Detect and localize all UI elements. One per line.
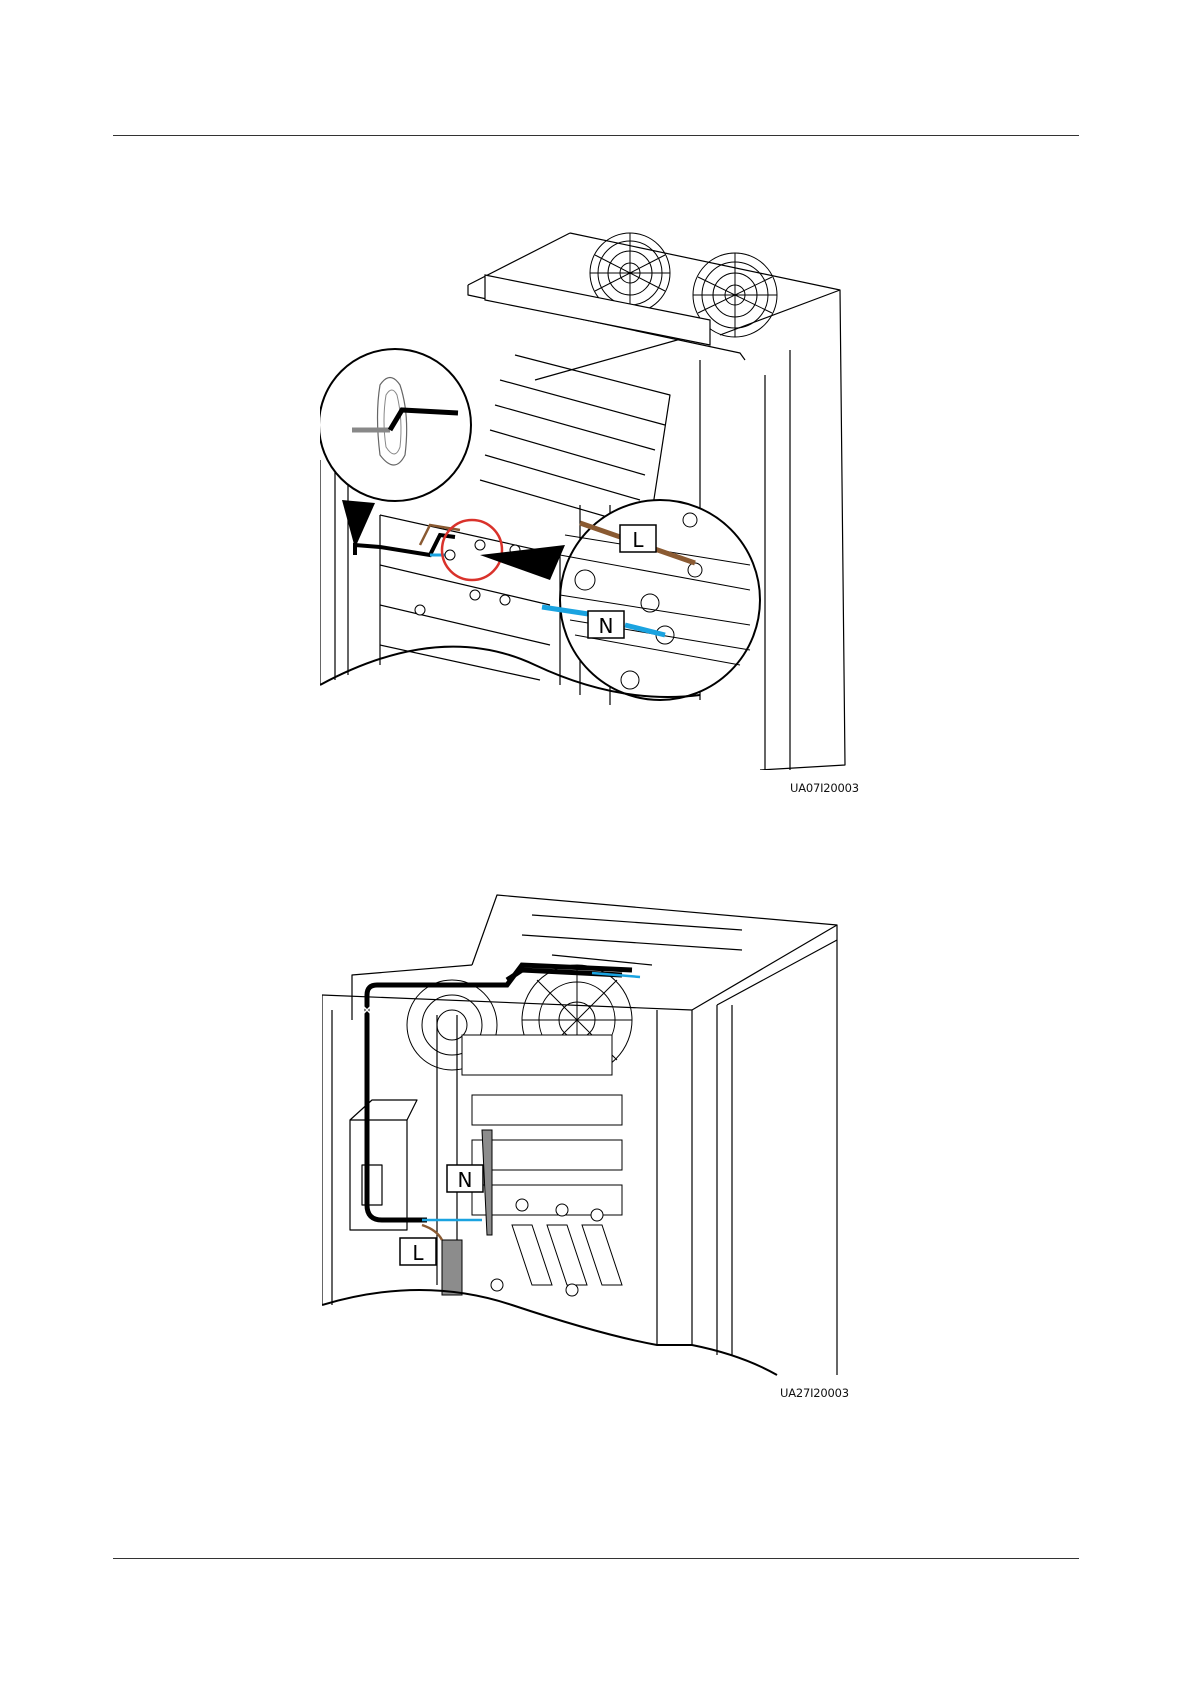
callout-label-top: N bbox=[458, 1168, 473, 1192]
figure-code-bottom: UA27I20003 bbox=[780, 1386, 849, 1400]
pointer-arrow-icon bbox=[480, 545, 565, 580]
header-rule bbox=[113, 135, 1079, 136]
busbar-l bbox=[442, 1240, 462, 1295]
callout-label-top: L bbox=[632, 528, 644, 552]
cabinet-wiring-figure-bottom: N L bbox=[322, 885, 842, 1380]
callout-label-bottom: L bbox=[412, 1241, 424, 1265]
footer-rule bbox=[113, 1558, 1079, 1559]
callout-label-bottom: N bbox=[599, 614, 614, 638]
figure-code-top: UA07I20003 bbox=[790, 781, 859, 795]
cabinet-wiring-figure-top: L N bbox=[320, 225, 850, 770]
